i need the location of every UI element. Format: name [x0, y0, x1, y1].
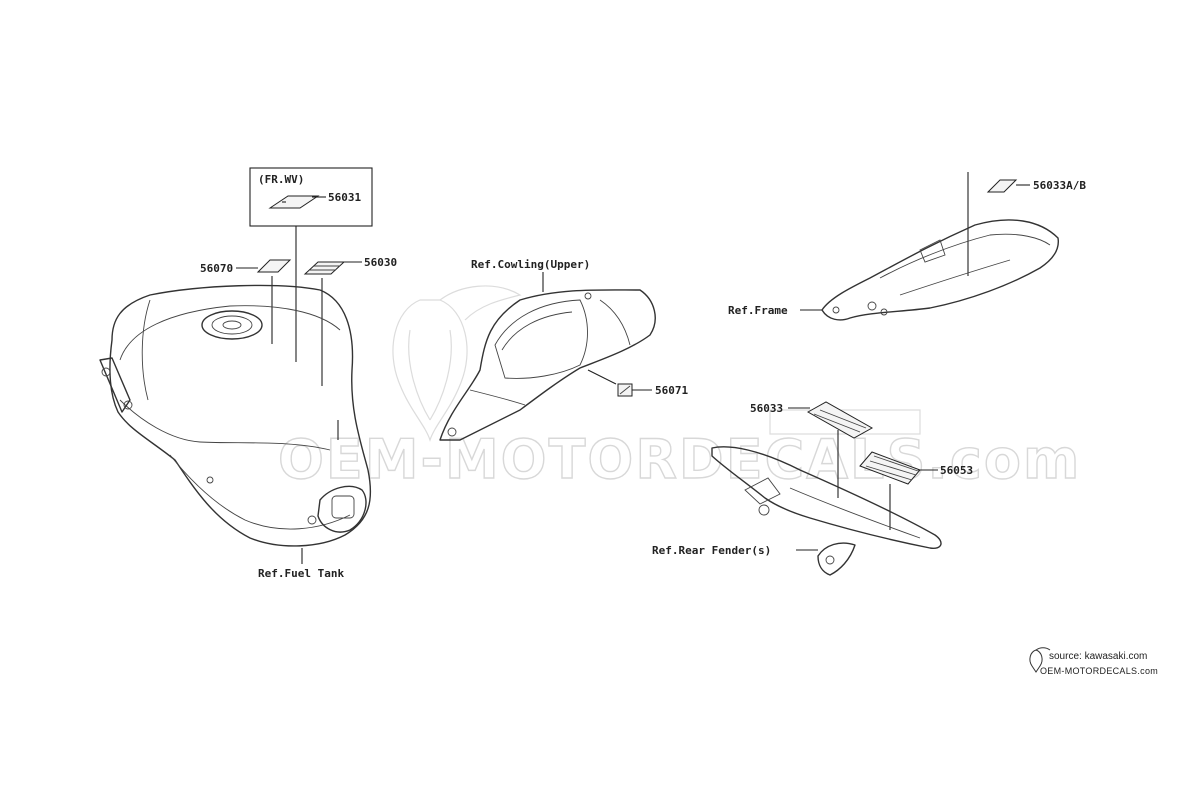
- label-56033ab: 56033A/B: [1033, 179, 1086, 192]
- decal-56030: [303, 261, 346, 275]
- source-line-1: source: kawasaki.com: [1049, 651, 1147, 662]
- cowling-upper: Ref.Cowling(Upper) 56071: [439, 258, 688, 441]
- decal-group-56030: 56030: [303, 256, 397, 386]
- watermark: OEM-MOTORDECALS.com: [277, 285, 1081, 492]
- label-56053: 56053: [940, 464, 973, 477]
- fr-wv-detail: (FR.WV) 56031: [249, 167, 373, 362]
- decal-56033ab: [986, 179, 1018, 193]
- rear-fender: 56033 56053 Ref.Rear Fender(s): [652, 401, 973, 576]
- label-56031: 56031: [328, 191, 361, 204]
- decal-56031: [268, 195, 320, 209]
- fr-wv-label: (FR.WV): [258, 173, 304, 186]
- label-ref-rear-fender: Ref.Rear Fender(s): [652, 544, 771, 557]
- label-ref-cowling-upper: Ref.Cowling(Upper): [471, 258, 590, 271]
- label-56030: 56030: [364, 256, 397, 269]
- source-credit: source: kawasaki.com OEM-MOTORDECALS.com: [1029, 647, 1158, 676]
- label-56070: 56070: [200, 262, 233, 275]
- label-56071: 56071: [655, 384, 688, 397]
- fuel-cap: [201, 310, 263, 340]
- frame: 56033A/B Ref.Frame: [728, 172, 1086, 321]
- fuel-tank: Ref.Fuel Tank: [99, 284, 372, 580]
- decal-group-56070: 56070: [200, 259, 292, 344]
- label-ref-fuel-tank: Ref.Fuel Tank: [258, 567, 344, 580]
- decal-56070: [256, 259, 292, 273]
- watermark-logo: [392, 285, 522, 442]
- watermark-text: OEM-MOTORDECALS.com: [278, 428, 1081, 491]
- label-56033: 56033: [750, 402, 783, 415]
- decal-56033: [806, 401, 874, 439]
- source-line-2: OEM-MOTORDECALS.com: [1040, 666, 1158, 676]
- source-logo: [1029, 647, 1051, 673]
- label-ref-frame: Ref.Frame: [728, 304, 788, 317]
- fr-wv-box: [249, 167, 373, 227]
- leader-56071: [587, 369, 617, 385]
- watermark-banner: [769, 409, 921, 435]
